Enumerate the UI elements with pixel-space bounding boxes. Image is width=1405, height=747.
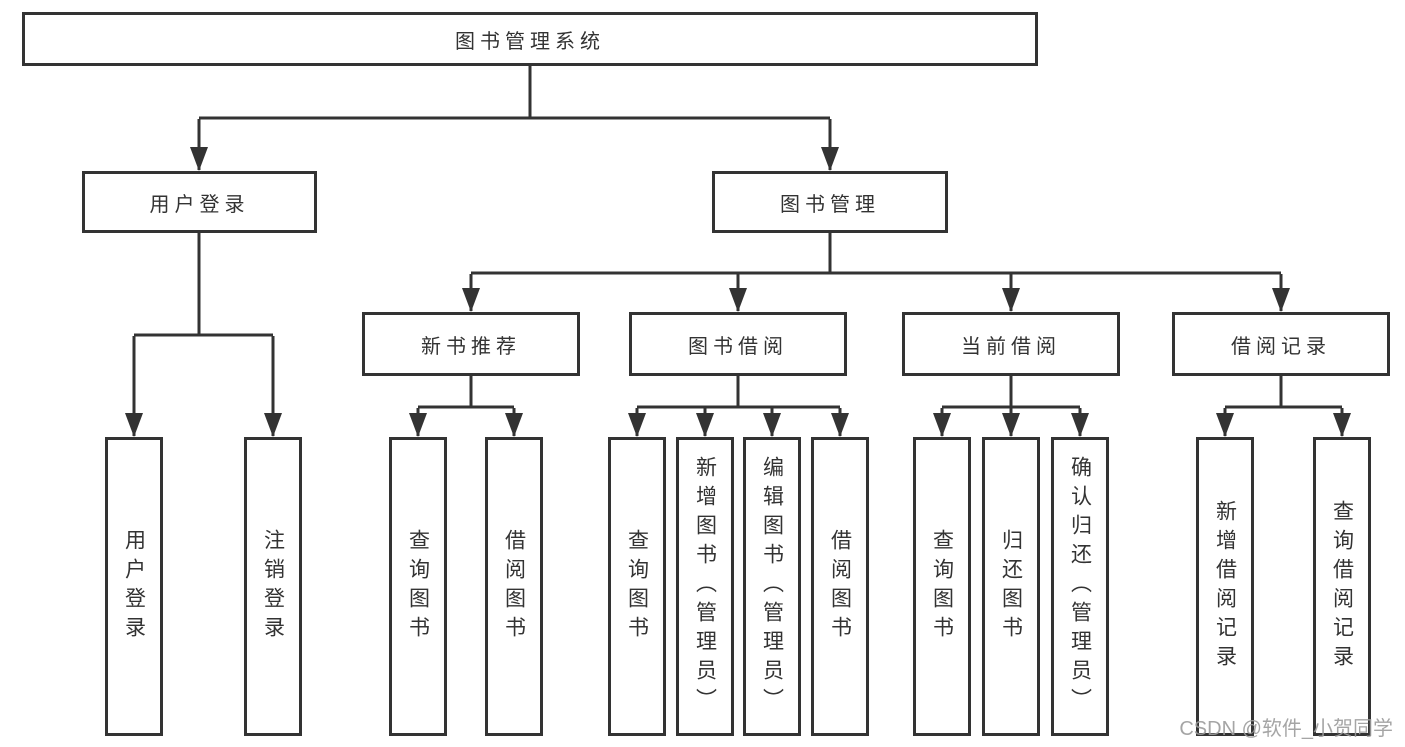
leaf-add-book-admin-label: 新增图书（管理员） [693, 456, 717, 717]
leaf-query-books-borrow-label: 查询图书 [625, 528, 649, 645]
node-user-login-label: 用户登录 [149, 193, 250, 216]
node-current-borrow: 当前借阅 [902, 312, 1120, 376]
leaf-confirm-return-admin-label: 确认归还（管理员） [1068, 456, 1092, 717]
node-root: 图书管理系统 [22, 12, 1038, 66]
node-book-borrow-label: 图书借阅 [688, 335, 788, 358]
node-borrow-records: 借阅记录 [1172, 312, 1390, 376]
leaf-return-book-label: 归还图书 [999, 528, 1023, 645]
leaf-query-books-current-label: 查询图书 [930, 528, 954, 645]
csdn-watermark: CSDN @软件_小贺同学 [1179, 718, 1393, 740]
leaf-confirm-return-admin: 确认归还（管理员） [1051, 437, 1109, 736]
leaf-query-books-recommend-label: 查询图书 [406, 528, 430, 645]
node-book-borrow: 图书借阅 [629, 312, 847, 376]
leaf-user-login: 用户登录 [105, 437, 163, 736]
leaf-borrow-books-borrow: 借阅图书 [811, 437, 869, 736]
node-new-book-recommend-label: 新书推荐 [421, 335, 521, 358]
node-user-login: 用户登录 [82, 171, 317, 233]
leaf-edit-book-admin: 编辑图书（管理员） [743, 437, 801, 736]
leaf-borrow-books-recommend-label: 借阅图书 [502, 528, 526, 645]
node-new-book-recommend: 新书推荐 [362, 312, 580, 376]
node-book-management-label: 图书管理 [780, 193, 880, 216]
leaf-add-borrow-record-label: 新增借阅记录 [1213, 499, 1237, 674]
leaf-borrow-books-recommend: 借阅图书 [485, 437, 543, 736]
leaf-add-book-admin: 新增图书（管理员） [676, 437, 734, 736]
node-book-management: 图书管理 [712, 171, 948, 233]
leaf-query-books-borrow: 查询图书 [608, 437, 666, 736]
leaf-borrow-books-borrow-label: 借阅图书 [828, 528, 852, 645]
node-borrow-records-label: 借阅记录 [1231, 335, 1331, 358]
leaf-return-book: 归还图书 [982, 437, 1040, 736]
leaf-logout-label: 注销登录 [261, 528, 285, 645]
leaf-query-books-recommend: 查询图书 [389, 437, 447, 736]
leaf-user-login-label: 用户登录 [122, 528, 146, 645]
node-current-borrow-label: 当前借阅 [961, 335, 1061, 358]
leaf-query-books-current: 查询图书 [913, 437, 971, 736]
node-root-label: 图书管理系统 [455, 30, 605, 53]
leaf-edit-book-admin-label: 编辑图书（管理员） [760, 456, 784, 717]
leaf-query-borrow-record: 查询借阅记录 [1313, 437, 1371, 736]
leaf-query-borrow-record-label: 查询借阅记录 [1330, 499, 1354, 674]
leaf-add-borrow-record: 新增借阅记录 [1196, 437, 1254, 736]
leaf-logout: 注销登录 [244, 437, 302, 736]
